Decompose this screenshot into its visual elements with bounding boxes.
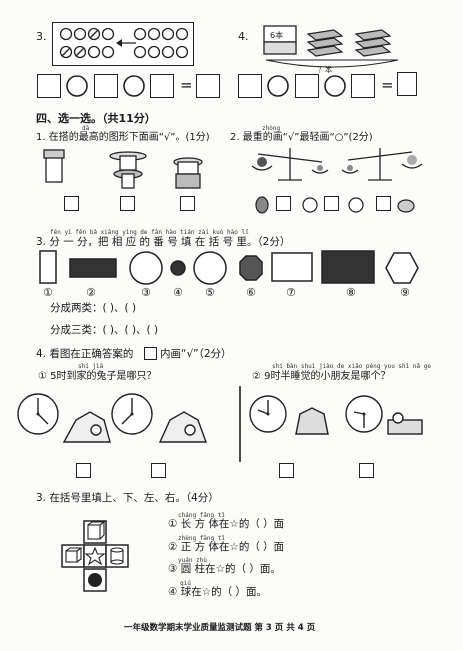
- sub4-left-pinyin: shí jiā: [78, 363, 104, 370]
- balance-scales-figure: [251, 148, 423, 181]
- eq-box-6[interactable]: [295, 74, 319, 98]
- sub1-text: 1. 在搭的最高的图形下面画“√”。(1分): [36, 132, 210, 143]
- sub5-line1-pinyin: cháng fāng tǐ: [178, 512, 225, 519]
- classify-shapes-figure: [39, 250, 419, 285]
- eq-sign-1: =: [180, 76, 193, 94]
- clock-answer-box-2[interactable]: [151, 463, 166, 478]
- fruit-row-figure: [255, 196, 415, 214]
- eq-circle-1[interactable]: [66, 75, 88, 97]
- sub5-line3-pinyin: yuán zhù: [178, 557, 207, 564]
- eq-box-3[interactable]: [150, 74, 174, 98]
- sub5-line2-pinyin: zhèng fāng tǐ: [178, 535, 225, 542]
- classify-label-1: ①: [43, 286, 53, 299]
- section4-title: 四、选一选。（共11分）: [36, 112, 156, 125]
- book-stacks-figure: [263, 25, 399, 68]
- sub5-text: 3. 在括号里填上、下、左、右。（4分）: [36, 492, 219, 504]
- eq-sign-2: =: [381, 76, 394, 94]
- sub2-pinyin: zhòng: [262, 125, 281, 132]
- three-class-line[interactable]: 分成三类：( )、( )、( ): [50, 324, 159, 336]
- q4-number: 4.: [238, 30, 249, 43]
- sub3-pinyin: fēn yi fēn bǎ xiāng yìng de fān hào tián…: [50, 229, 249, 236]
- tallest-answer-box-3[interactable]: [180, 196, 195, 211]
- classify-label-3: ③: [141, 286, 151, 299]
- divider-line: [239, 386, 241, 462]
- sub5-line4[interactable]: ④ 球在☆的（ ）面。: [168, 586, 268, 598]
- rabbit-clocks-figure: [17, 393, 207, 443]
- classify-label-8: ⑧: [346, 286, 356, 299]
- sub5-line4-pinyin: qiú: [180, 580, 191, 587]
- sub1-pinyin: dā: [82, 125, 90, 132]
- classify-label-5: ⑤: [205, 286, 215, 299]
- sub5-line2[interactable]: ② 正 方 体在☆的（ ）面: [168, 541, 285, 553]
- weight-answer-box-3[interactable]: [376, 196, 391, 211]
- classify-label-4: ④: [173, 286, 183, 299]
- eq-box-8[interactable]: [397, 72, 417, 96]
- classify-label-2: ②: [86, 286, 96, 299]
- clock-answer-box-3[interactable]: [279, 463, 294, 478]
- clock-answer-box-4[interactable]: [359, 463, 374, 478]
- sub4-right-pinyin: shí bàn shuì jiào de xiǎo péng you shì n…: [272, 363, 431, 370]
- classify-label-6: ⑥: [246, 286, 256, 299]
- tallest-answer-box-1[interactable]: [64, 196, 79, 211]
- book-label: 6本: [270, 31, 284, 40]
- classify-label-9: ⑨: [400, 286, 410, 299]
- sub4-text2: 内画“√”（2分）: [160, 348, 232, 360]
- eq-circle-4[interactable]: [324, 75, 346, 97]
- sub2-text: 2. 最重的画“√”最轻画“○”(2分): [230, 132, 373, 143]
- eq-box-5[interactable]: [238, 74, 262, 98]
- two-class-line[interactable]: 分成两类：( )、( ): [50, 302, 137, 314]
- eq-circle-3[interactable]: [267, 75, 289, 97]
- eq-circle-2[interactable]: [123, 75, 145, 97]
- weight-answer-box-2[interactable]: [324, 196, 339, 211]
- sleep-clocks-figure: [249, 395, 423, 435]
- eq-box-1[interactable]: [37, 74, 61, 98]
- sub4-left-question: ① 5时到家的兔子是哪只？: [38, 371, 157, 382]
- tallest-answer-box-2[interactable]: [120, 196, 135, 211]
- direction-net-figure: [61, 520, 129, 592]
- q3-circles-figure: [59, 27, 189, 59]
- eq-box-2[interactable]: [94, 74, 118, 98]
- clock-answer-box-1[interactable]: [76, 463, 91, 478]
- eq-box-7[interactable]: [351, 74, 375, 98]
- book-total-label: ？本: [318, 66, 332, 74]
- sub3-text: 3. 分 一 分，把 相 应 的 番 号 填 在 括 号 里。（2分）: [36, 236, 291, 248]
- page-footer: 一年级数学期末学业质量监测试题 第 3 页 共 4 页: [124, 623, 316, 633]
- classify-label-7: ⑦: [286, 286, 296, 299]
- eq-box-4[interactable]: [196, 74, 220, 98]
- sub5-line1[interactable]: ① 长 方 体在☆的（ ）面: [168, 518, 285, 530]
- stacked-shapes-figure: [43, 149, 203, 189]
- q3-number: 3.: [36, 30, 47, 43]
- weight-answer-box-1[interactable]: [276, 196, 291, 211]
- sub5-line3[interactable]: ③ 圆 柱在☆的（ ）面。: [168, 563, 281, 575]
- sub4-text: 4. 看图在正确答案的: [36, 348, 134, 360]
- sub4-inline-box: [144, 347, 157, 360]
- sub4-right-question: ② 9时半睡觉的小朋友是哪个？: [252, 371, 391, 382]
